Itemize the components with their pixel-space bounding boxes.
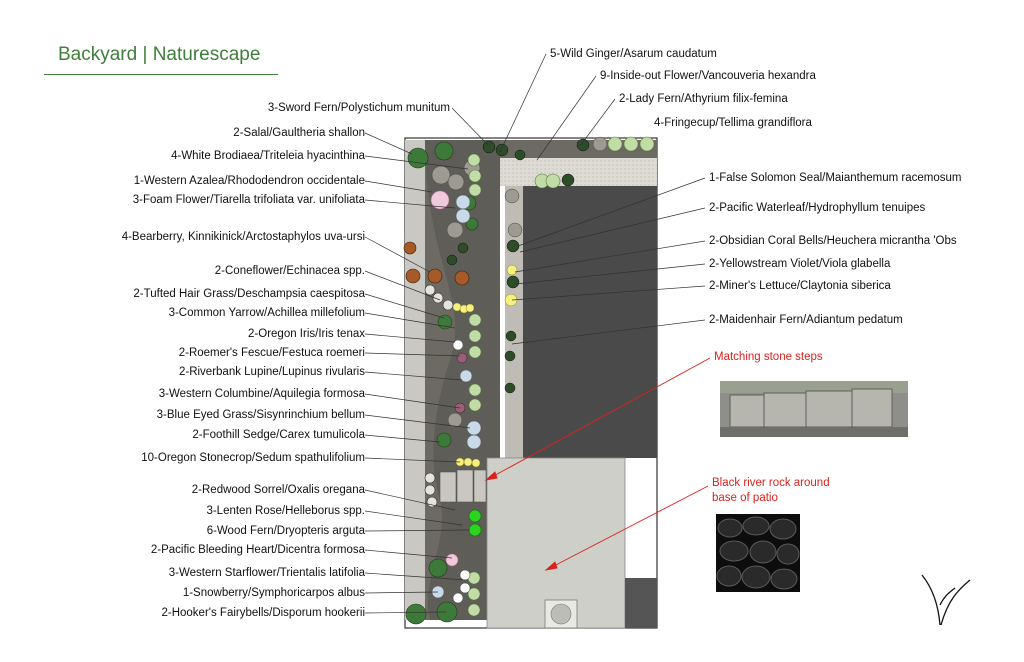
plant-label: 6-Wood Fern/Dryopteris arguta	[206, 525, 365, 537]
plant-label: 2-Coneflower/Echinacea spp.	[214, 265, 365, 277]
plant-label: 3-Sword Fern/Polystichum munitum	[267, 102, 450, 114]
plant-label: 10-Oregon Stonecrop/Sedum spathulifolium	[141, 452, 365, 464]
plant-label: 1-False Solomon Seal/Maianthemum racemos…	[709, 172, 962, 184]
plant-label: 4-White Brodiaea/Triteleia hyacinthina	[171, 150, 365, 162]
plant-label: 3-Common Yarrow/Achillea millefolium	[168, 307, 365, 319]
plant-label: 3-Lenten Rose/Helleborus spp.	[206, 505, 365, 517]
leader-lines-right	[499, 53, 706, 345]
plant-label: 1-Western Azalea/Rhododendron occidental…	[133, 175, 365, 187]
house	[523, 186, 657, 458]
stone-steps	[439, 469, 487, 503]
river-rock-photo	[716, 514, 800, 592]
plant-label: 2-Yellowstream Violet/Viola glabella	[709, 258, 891, 270]
plant-label: 5-Wild Ginger/Asarum caudatum	[550, 48, 717, 60]
plant-label: 2-Hooker's Fairybells/Disporum hookerii	[161, 607, 365, 619]
plant-label: 2-Miner's Lettuce/Claytonia siberica	[709, 280, 891, 292]
title-underline	[44, 74, 278, 75]
plant-label: 2-Foothill Sedge/Carex tumulicola	[192, 429, 365, 441]
house-corner	[625, 578, 657, 628]
page-title: Backyard | Naturescape	[58, 44, 261, 65]
steps-photo	[720, 381, 908, 437]
plant-label: 4-Bearberry, Kinnikinick/Arctostaphylos …	[121, 231, 365, 243]
plant-label: 2-Pacific Waterleaf/Hydrophyllum tenuipe…	[709, 202, 926, 214]
plant-label: 4-Fringecup/Tellima grandiflora	[654, 117, 812, 129]
note-river-rock-line1: Black river rock around	[712, 477, 830, 489]
plant-label: 2-Pacific Bleeding Heart/Dicentra formos…	[150, 544, 365, 556]
plant-label: 2-Salal/Gaultheria shallon	[233, 127, 365, 139]
plant-label: 2-Oregon Iris/Iris tenax	[248, 328, 365, 340]
plant-label: 2-Redwood Sorrel/Oxalis oregana	[191, 484, 365, 496]
plant-label: 3-Western Columbine/Aquilegia formosa	[158, 388, 365, 400]
note-river-rock-line2: base of patio	[712, 492, 778, 504]
leader-lines-left	[364, 107, 489, 614]
stepping-stone-border	[424, 284, 454, 508]
plant-label: 9-Inside-out Flower/Vancouveria hexandra	[600, 70, 816, 82]
plant-label: 2-Riverbank Lupine/Lupinus rivularis	[178, 366, 365, 378]
plant-label: 2-Tufted Hair Grass/Deschampsia caespito…	[133, 288, 365, 300]
plant-label: 2-Lady Fern/Athyrium filix-femina	[619, 93, 788, 105]
side-strip	[405, 140, 425, 620]
annotation-arrows	[484, 357, 711, 571]
plant-label: 3-Western Starflower/Trientalis latifoli…	[168, 567, 365, 579]
plant-label: 2-Maidenhair Fern/Adiantum pedatum	[709, 314, 903, 326]
logo-sprout	[921, 574, 971, 626]
plant-symbols	[403, 136, 655, 625]
note-stone-steps: Matching stone steps	[714, 351, 823, 363]
plant-label: 2-Obsidian Coral Bells/Heuchera micranth…	[709, 235, 957, 247]
plant-label: 2-Roemer's Fescue/Festuca roemeri	[178, 347, 365, 359]
plant-label: 1-Snowberry/Symphoricarpos albus	[182, 587, 365, 599]
plant-label: 3-Blue Eyed Grass/Sisynrinchium bellum	[156, 409, 365, 421]
plant-label: 3-Foam Flower/Tiarella trifoliata var. u…	[132, 194, 365, 206]
